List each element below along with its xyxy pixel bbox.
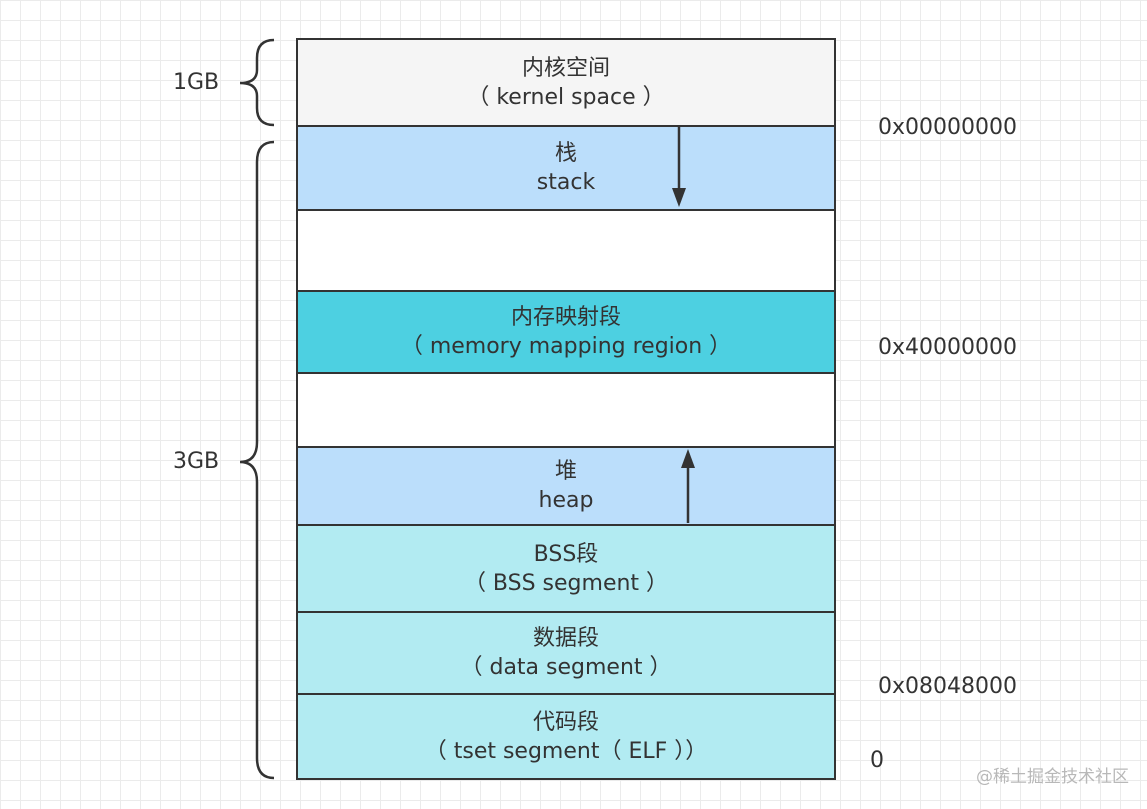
data-segment-name: 数据段 (532, 626, 599, 651)
heap-segment: 堆 heap (296, 446, 836, 526)
user-size-label: 3GB (173, 449, 220, 474)
address-zero: 0 (870, 748, 884, 773)
kernel-size-label: 1GB (173, 70, 220, 95)
kernel-space-desc: （ kernel space ） (467, 84, 665, 110)
memory-mapping-desc: （ memory mapping region ） (400, 334, 732, 359)
bss-segment: BSS段 （ BSS segment ） (296, 524, 836, 613)
address-text: 0x08048000 (878, 674, 1017, 699)
stack-growth-arrow-head (672, 188, 686, 207)
kernel-space-segment: 内核空间 （ kernel space ） (296, 38, 836, 127)
memory-mapping-name: 内存映射段 (510, 305, 621, 330)
memory-mapping-segment: 内存映射段 （ memory mapping region ） (296, 290, 836, 374)
text-segment-name: 代码段 (532, 709, 599, 735)
watermark: @稀土掘金技术社区 (976, 767, 1129, 787)
address-top: 0x00000000 (878, 115, 1017, 140)
address-mmap: 0x40000000 (878, 335, 1017, 360)
stack-desc: stack (536, 170, 596, 195)
data-segment-desc: （ data segment ） (460, 655, 672, 680)
text-segment: 代码段 （ tset segment（ ELF ）） (296, 693, 836, 780)
kernel-size-brace (239, 38, 275, 127)
heap-growth-arrow-head (681, 449, 695, 468)
heap-desc: heap (538, 488, 594, 513)
stack-name: 栈 (554, 141, 577, 166)
bss-desc: （ BSS segment ） (463, 570, 669, 596)
user-size-brace (239, 140, 275, 780)
text-segment-desc: （ tset segment（ ELF ）） (424, 738, 708, 764)
memory-layout: 内核空间 （ kernel space ） 栈 stack 内存映射段 （ me… (296, 38, 840, 780)
stack-segment: 栈 stack (296, 125, 836, 211)
data-segment: 数据段 （ data segment ） (296, 611, 836, 695)
heap-name: 堆 (554, 459, 577, 484)
kernel-space-name: 内核空间 (521, 55, 610, 81)
bss-name: BSS段 (533, 541, 599, 567)
